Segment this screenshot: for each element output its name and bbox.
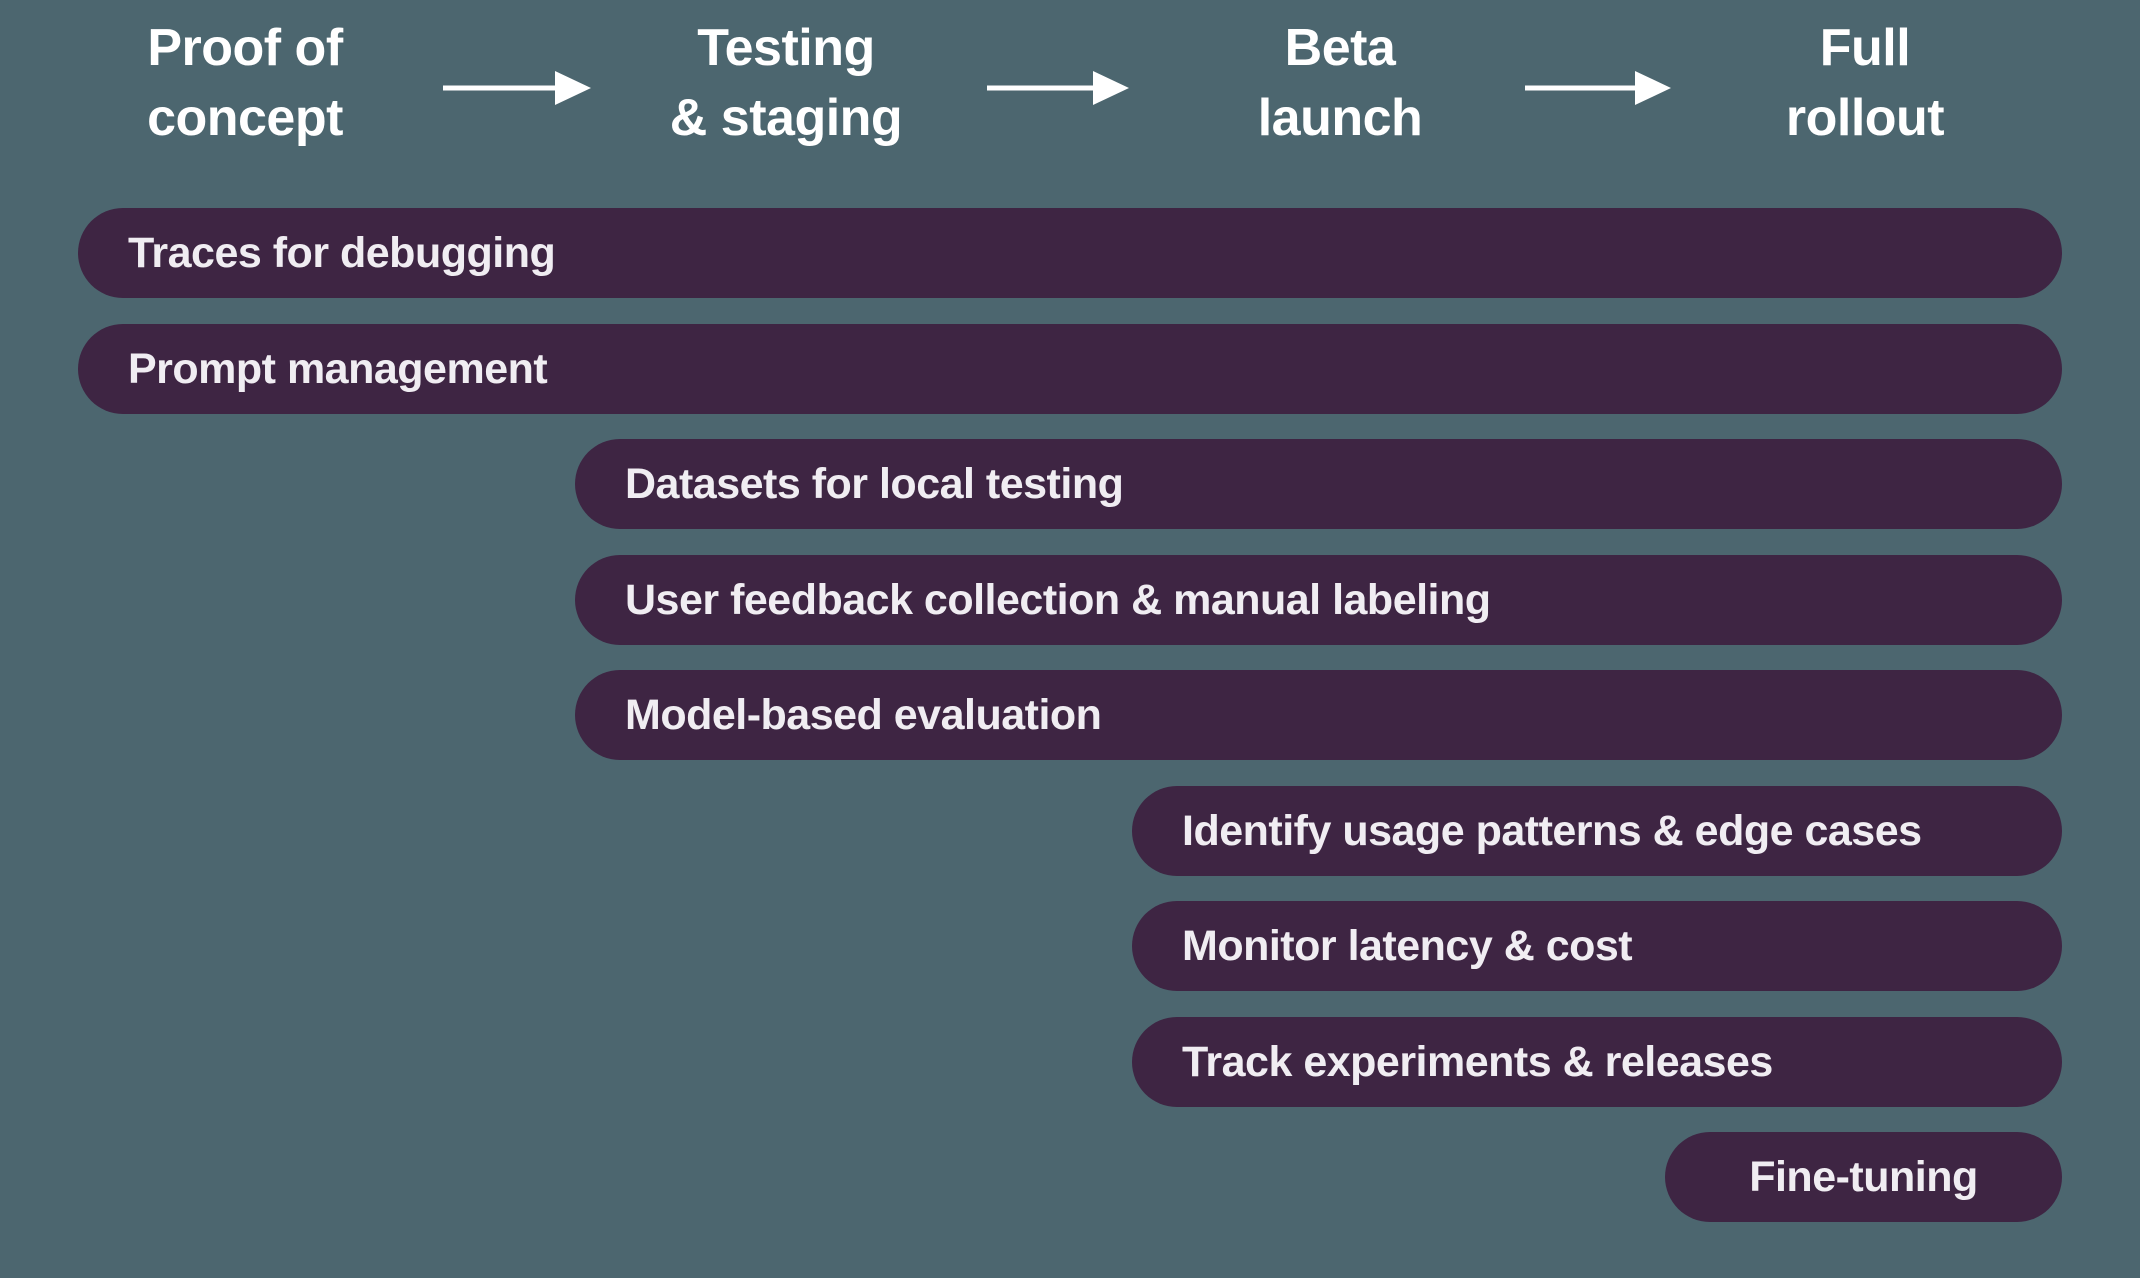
stage-label-testing-staging: Testing & staging — [669, 19, 903, 147]
bar-track-experiments-releases: Track experiments & releases — [1132, 1017, 2062, 1107]
bar-identify-usage-patterns-edge-cases: Identify usage patterns & edge cases — [1132, 786, 2062, 876]
bar-label: Fine-tuning — [1749, 1152, 1978, 1201]
arrow-shaft — [1525, 85, 1641, 91]
bar-monitor-latency-cost: Monitor latency & cost — [1132, 901, 2062, 991]
arrow-shaft — [987, 85, 1099, 91]
arrow-head-icon — [555, 71, 591, 105]
bar-label: Traces for debugging — [128, 228, 556, 277]
arrow-shaft — [443, 85, 561, 91]
stage-label-beta-launch: Beta launch — [1257, 19, 1423, 147]
stage-label-proof-of-concept: Proof of concept — [147, 19, 343, 147]
bar-datasets-for-local-testing: Datasets for local testing — [575, 439, 2062, 529]
bar-label: Datasets for local testing — [625, 459, 1124, 508]
arrow-head-icon — [1093, 71, 1129, 105]
arrow-head-icon — [1635, 71, 1671, 105]
bar-label: Identify usage patterns & edge cases — [1182, 806, 1922, 855]
bar-traces-for-debugging: Traces for debugging — [78, 208, 2062, 298]
stage-arrow-icon — [987, 70, 1129, 106]
stage-arrow-icon — [1525, 70, 1671, 106]
bar-model-based-evaluation: Model-based evaluation — [575, 670, 2062, 760]
bar-label: User feedback collection & manual labeli… — [625, 575, 1491, 624]
bar-label: Model-based evaluation — [625, 690, 1102, 739]
bar-label: Track experiments & releases — [1182, 1037, 1773, 1086]
bar-label: Monitor latency & cost — [1182, 921, 1633, 970]
stage-label-full-rollout: Full rollout — [1785, 19, 1945, 147]
bar-prompt-management: Prompt management — [78, 324, 2062, 414]
bar-user-feedback-collection-manual-labeling: User feedback collection & manual labeli… — [575, 555, 2062, 645]
bar-fine-tuning: Fine-tuning — [1665, 1132, 2062, 1222]
bar-label: Prompt management — [128, 344, 548, 393]
stage-arrow-icon — [443, 70, 591, 106]
